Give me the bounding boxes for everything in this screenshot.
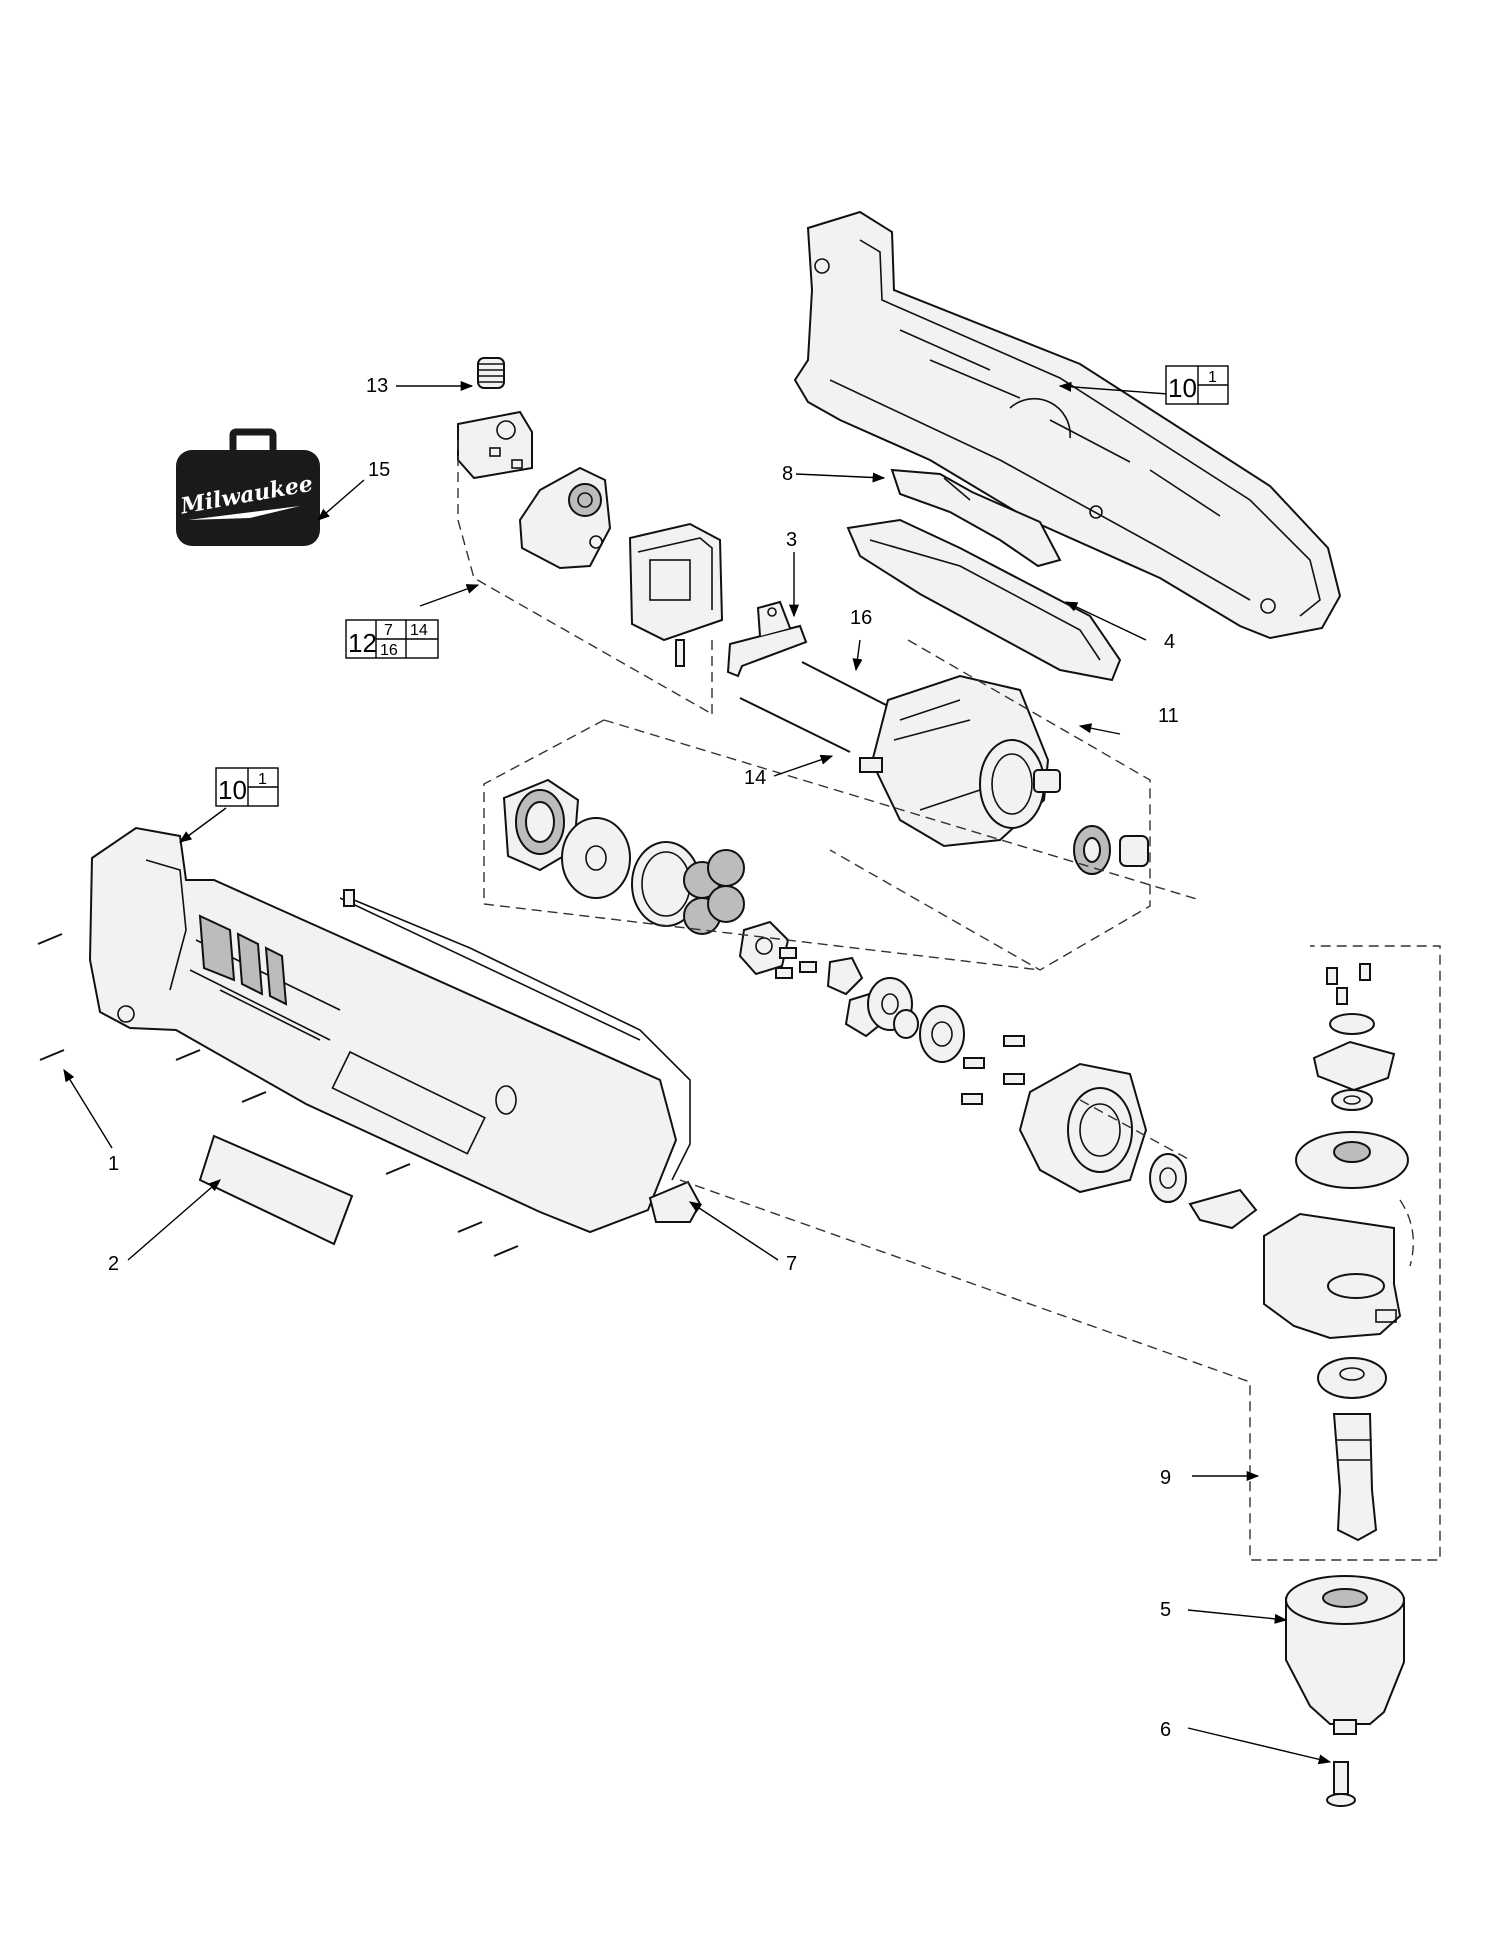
carrying-case: Milwaukee	[176, 428, 320, 546]
pins	[739, 661, 889, 753]
wire-harness	[343, 889, 691, 1181]
direction-lever	[726, 600, 808, 678]
callout-9: 9	[1160, 1467, 1171, 1489]
end-cap	[648, 1180, 702, 1223]
callout-13: 13	[366, 375, 388, 397]
ref-box-switch-main: 12	[348, 628, 377, 658]
callout-5: 5	[1160, 1599, 1171, 1621]
slider-bar	[846, 518, 1122, 682]
ref-box-left-main: 10	[218, 775, 247, 805]
ref-box-top-main: 10	[1168, 373, 1197, 403]
callout-1: 1	[108, 1153, 119, 1175]
ref-box-left-housing: 10 1	[215, 767, 279, 807]
motor	[859, 674, 1149, 875]
ref-box-top-sub: 1	[1208, 369, 1217, 386]
ref-box-switch-sub-a: 7	[384, 622, 393, 639]
ref-box-left-sub: 1	[258, 771, 267, 788]
callout-4: 4	[1164, 631, 1175, 653]
top-housing-half	[793, 210, 1342, 640]
ref-box-switch-sub-b: 14	[410, 622, 428, 639]
nameplate-label	[198, 1134, 354, 1246]
ref-box-switch-assembly: 12 7 14 16	[345, 619, 439, 659]
angle-head	[1263, 963, 1415, 1542]
callout-15: 15	[368, 459, 390, 481]
trigger	[890, 468, 1062, 568]
ref-box-switch-sub-c: 16	[380, 642, 398, 659]
gear-housing	[961, 1035, 1258, 1230]
leader-lines	[63, 380, 1332, 1765]
callout-2: 2	[108, 1253, 119, 1275]
callout-14: 14	[744, 767, 766, 789]
left-housing-half	[88, 826, 678, 1234]
gear-train	[502, 778, 965, 1063]
ref-box-top-housing: 10 1	[1165, 365, 1229, 405]
callout-7: 7	[786, 1253, 797, 1275]
callout-16: 16	[850, 607, 872, 629]
housing-screws	[37, 933, 519, 1257]
switch-parts	[457, 410, 724, 667]
callout-11: 11	[1158, 705, 1179, 727]
spring	[477, 357, 505, 389]
callout-labels: 13 15 8 3 16 4 11 14 1 2 7 9 5 6	[108, 375, 1179, 1741]
callout-3: 3	[786, 529, 797, 551]
screw	[1326, 1761, 1356, 1807]
chuck	[1285, 1575, 1405, 1735]
assembly-outlines	[457, 440, 1441, 1561]
callout-8: 8	[782, 463, 793, 485]
callout-6: 6	[1160, 1719, 1171, 1741]
